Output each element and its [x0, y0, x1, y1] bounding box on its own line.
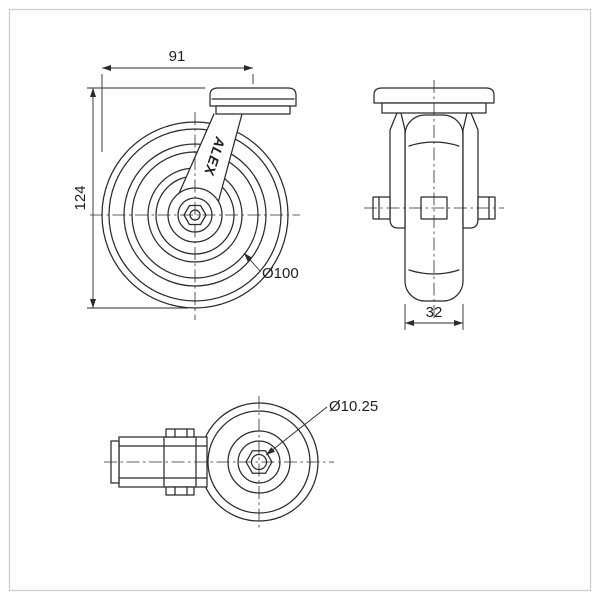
fork-body: [177, 114, 242, 203]
dim-32-text: 32: [426, 304, 443, 321]
wheel-contour-bottom: [408, 269, 460, 275]
front-plate-top: [373, 87, 495, 104]
fork-edge-right: [217, 113, 243, 204]
mounting-plate-base: [215, 105, 291, 115]
top-hub-circle: [227, 430, 291, 494]
dia-100-callout: Ø100: [243, 252, 299, 282]
dia-100-leader: [243, 252, 261, 272]
dim-91: 91: [101, 48, 254, 152]
dia-10-25-callout: Ø10.25: [265, 398, 378, 456]
dim-124: 124: [72, 87, 205, 309]
sheet-border: [8, 8, 592, 592]
front-view: 32: [364, 80, 504, 330]
axle-nut-bottom: [165, 486, 195, 496]
axle-nut-top: [165, 428, 195, 438]
fork-leg-right: [462, 112, 479, 229]
side-view: ALEX 91 124 Ø100: [72, 48, 300, 320]
mounting-plate-top: [209, 87, 297, 107]
axle-nut-bottom-body: [165, 486, 195, 496]
dim-32: 32: [404, 304, 464, 330]
axle-nut-top-body: [165, 428, 195, 438]
dim-124-text: 124: [72, 185, 89, 210]
fork-edge-left: [176, 113, 215, 199]
dim-91-text: 91: [169, 48, 186, 65]
top-view: Ø10.25: [104, 396, 378, 528]
dia-100-text: Ø100: [262, 265, 299, 282]
fork-leg-left: [389, 112, 406, 229]
dia-10-25-text: Ø10.25: [329, 398, 378, 415]
dia-10-25-leader: [265, 406, 328, 456]
